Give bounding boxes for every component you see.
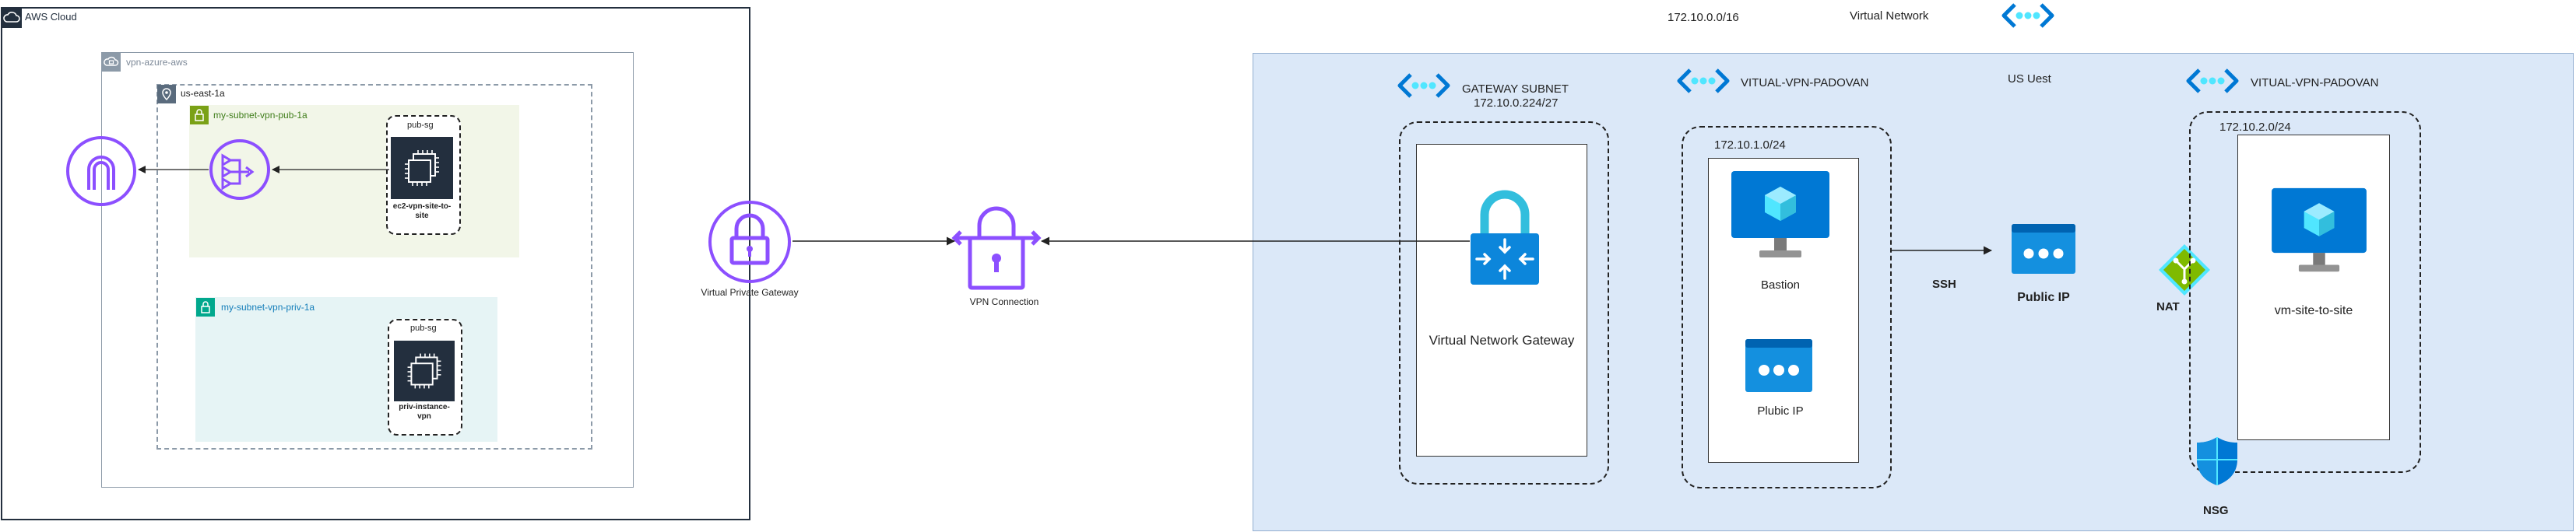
- nat-icon[interactable]: [2157, 243, 2212, 297]
- ec2-instance-pub[interactable]: [391, 137, 453, 199]
- aws-cloud-badge: [2, 8, 22, 28]
- ec2-priv-caption-line2: vpn: [417, 412, 431, 421]
- vpn-connection-label: VPN Connection: [969, 296, 1039, 307]
- lock-icon: [195, 109, 204, 121]
- vm-site-to-site-icon[interactable]: [2270, 187, 2368, 277]
- ec2-instance-icon: [407, 353, 441, 389]
- private-sg-label: pub-sg: [410, 324, 437, 333]
- subnet2-group: [2189, 111, 2421, 473]
- subnet1-icon: [1677, 68, 1730, 93]
- vpc-badge: [102, 53, 121, 72]
- cloud-icon: [3, 12, 20, 23]
- virtual-network-icon: [2001, 3, 2054, 28]
- plubic-ip-label: Plubic IP: [1757, 404, 1804, 418]
- vpc-icon: [104, 56, 119, 66]
- gateway-subnet-group: [1399, 121, 1609, 485]
- subnet2-inner: [2237, 135, 2390, 440]
- nat-gateway-icon[interactable]: [209, 138, 271, 201]
- ec2-instance-priv[interactable]: [394, 341, 455, 401]
- az-badge: [157, 85, 176, 103]
- vnet-label: Virtual Network: [1850, 9, 1929, 23]
- vpc-label: vpn-azure-aws: [126, 57, 188, 68]
- gateway-subnet-title: GATEWAY SUBNET: [1462, 82, 1569, 96]
- public-subnet-label: my-subnet-vpn-pub-1a: [213, 110, 308, 121]
- region-label: US Uest: [2008, 72, 2051, 86]
- aws-connectors: [138, 166, 389, 173]
- public-sg-label: pub-sg: [407, 121, 434, 130]
- bastion-label: Bastion: [1760, 278, 1801, 292]
- nsg-label: NSG: [2203, 504, 2229, 517]
- ssh-label: SSH: [1932, 278, 1956, 291]
- vpg-label: Virtual Private Gateway: [701, 287, 799, 298]
- vnet-cidr-label: 172.10.0.0/16: [1668, 11, 1739, 24]
- ec2-priv-caption-line1: priv-instance-: [399, 403, 450, 411]
- vpc-group: [101, 52, 634, 488]
- aws-cloud-label: AWS Cloud: [25, 11, 77, 23]
- vpn-connection-icon[interactable]: [950, 193, 1043, 294]
- subnet1-group: [1682, 126, 1892, 488]
- lock-icon: [201, 301, 210, 313]
- ec2-pub-caption: ec2-vpn-site-to- site: [389, 202, 455, 221]
- vm-site-to-site-label: vm-site-to-site: [2274, 304, 2353, 317]
- subnet2-icon: [2186, 68, 2239, 93]
- gateway-subnet-cidr: 172.10.0.224/27: [1474, 96, 1559, 110]
- gateway-subnet-icon: [1397, 73, 1450, 98]
- public-ip-icon[interactable]: [2010, 222, 2077, 275]
- nat-label: NAT: [2156, 300, 2180, 313]
- public-subnet-badge: [190, 106, 209, 124]
- private-subnet-badge: [196, 298, 215, 317]
- virtual-network-gateway-icon[interactable]: [1467, 187, 1542, 288]
- availability-zone-group: [156, 84, 592, 450]
- nsg-shield-icon[interactable]: [2195, 436, 2239, 487]
- bastion-vm-icon[interactable]: [1730, 170, 1831, 263]
- az-label: us-east-1a: [181, 88, 225, 99]
- location-pin-icon: [162, 88, 171, 101]
- ec2-pub-caption-line1: ec2-vpn-site-to-: [392, 202, 452, 211]
- ec2-pub-caption-line2: site: [415, 212, 429, 220]
- subnet2-cidr: 172.10.2.0/24: [2219, 121, 2291, 134]
- ec2-priv-caption: priv-instance- vpn: [391, 403, 458, 422]
- public-ip-label: Public IP: [2017, 291, 2070, 304]
- subnet1-title: VITUAL-VPN-PADOVAN: [1741, 76, 1869, 89]
- plubic-ip-icon[interactable]: [1744, 338, 1814, 394]
- virtual-private-gateway-icon[interactable]: [707, 199, 792, 285]
- public-subnet-group: [189, 105, 519, 257]
- private-subnet-label: my-subnet-vpn-priv-1a: [221, 302, 315, 313]
- subnet2-title: VITUAL-VPN-PADOVAN: [2251, 76, 2379, 89]
- ec2-instance-icon: [405, 150, 439, 186]
- subnet1-cidr: 172.10.1.0/24: [1714, 138, 1786, 152]
- internet-gateway-icon[interactable]: [65, 135, 137, 207]
- vnet-gateway-label: Virtual Network Gateway: [1429, 333, 1575, 348]
